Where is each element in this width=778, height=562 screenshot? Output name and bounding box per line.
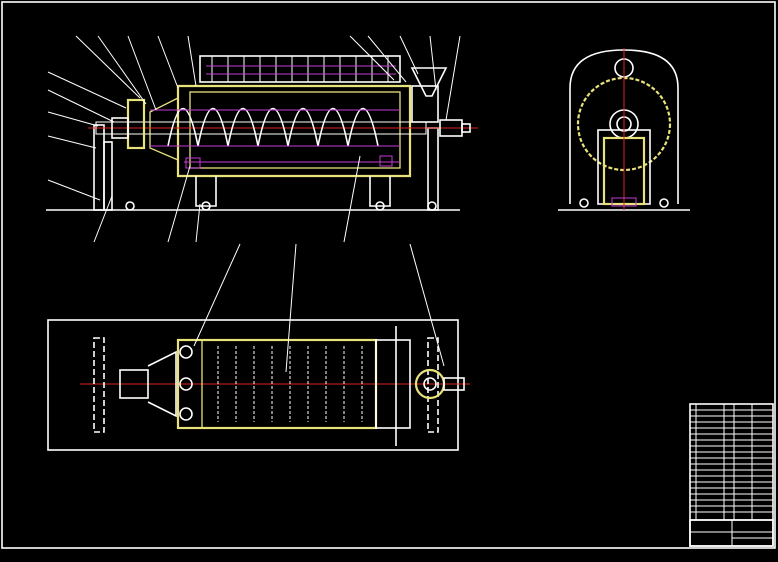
- screw-flight: [167, 108, 379, 147]
- leg-left: [195, 176, 217, 207]
- outlet-right: [379, 155, 393, 167]
- plan-shaft-end: [443, 377, 465, 391]
- front-elevation: [46, 35, 478, 243]
- title-block: [689, 403, 774, 547]
- anchor-bolt-4: [427, 201, 437, 211]
- left-support: [93, 124, 105, 211]
- plan-bolt-3: [179, 407, 193, 421]
- side-elevation: [558, 48, 690, 211]
- plan-support-left: [93, 337, 105, 433]
- shaft-end: [461, 123, 471, 133]
- plan-end-flange: [177, 339, 203, 429]
- plan-leaders: [193, 243, 445, 373]
- right-support: [427, 127, 439, 211]
- plan-hopper-box: [375, 339, 411, 429]
- anchor-bolt-3: [375, 201, 385, 211]
- plan-frame: [47, 319, 459, 451]
- drive-gear: [126, 98, 146, 150]
- feed-end-cone: [149, 97, 179, 161]
- anchor-bolt-1: [125, 201, 135, 211]
- anchor-bolt-2: [201, 201, 211, 211]
- side-foot-right: [659, 198, 669, 208]
- barrel-inner: [189, 91, 401, 169]
- left-brace: [103, 141, 113, 211]
- plan-bolt-1: [179, 345, 193, 359]
- parts-list-rows: [690, 409, 773, 521]
- plan-drive: [119, 369, 149, 399]
- press-cage: [199, 55, 401, 83]
- plan-view: [47, 243, 470, 451]
- sheet-border: [1, 1, 776, 549]
- plan-pulley-hub: [423, 377, 437, 391]
- side-foot-left: [579, 198, 589, 208]
- leg-right: [369, 176, 391, 207]
- plan-cage-ribs: [217, 346, 363, 422]
- outlet-left: [185, 157, 201, 169]
- side-outlet: [611, 197, 637, 207]
- plan-feed-cone: [147, 350, 177, 418]
- cage-ribs: [211, 56, 389, 82]
- plan-support-right: [427, 337, 439, 433]
- drive-coupling: [111, 117, 129, 139]
- plan-bolt-2: [179, 377, 193, 391]
- leader-lines: [47, 35, 461, 243]
